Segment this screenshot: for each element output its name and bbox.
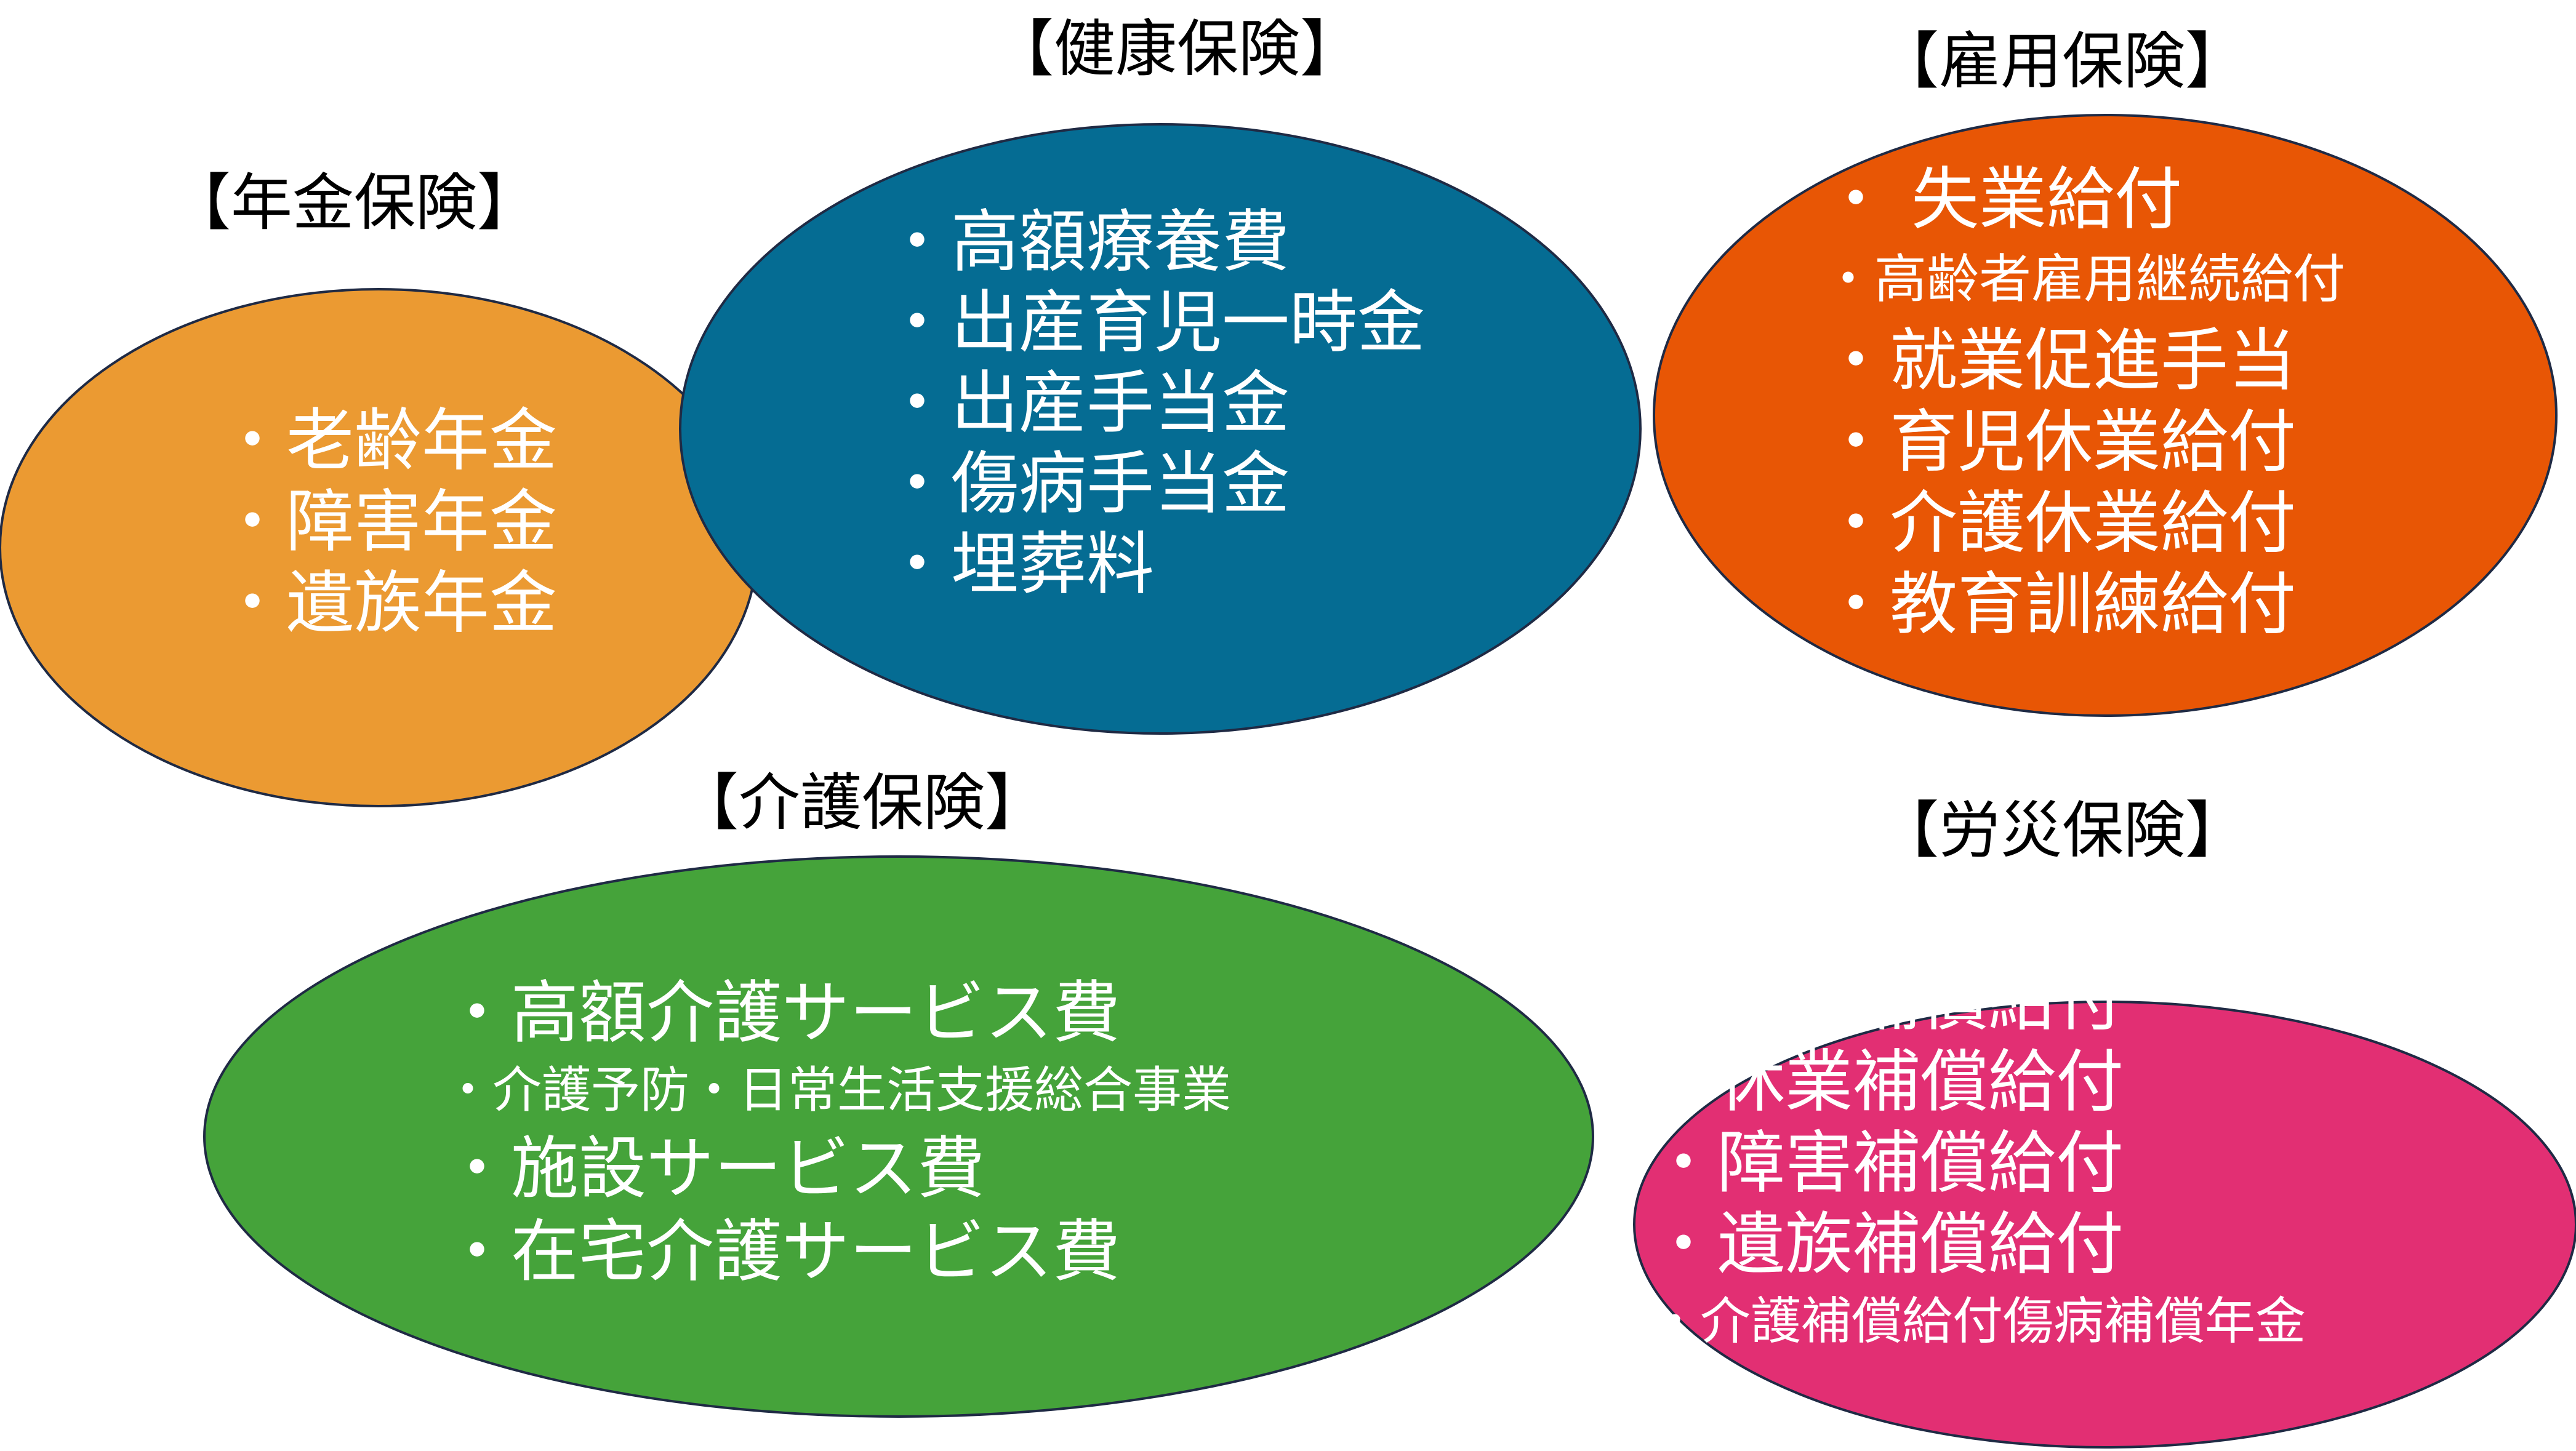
health-ellipse	[679, 123, 1642, 735]
accident-item-list: ・療養補償給付 ・休業補償給付 ・障害補償給付 ・遺族補償給付 ・介護補償給付傷…	[1650, 960, 2306, 1359]
employment-item: ・就業促進手当	[1822, 321, 2296, 400]
health-heading: 【健康保険】	[992, 13, 1362, 85]
health-item: ・出産手当金	[883, 364, 1290, 442]
care-ellipse	[203, 855, 1594, 1418]
care-item: ・高額介護サービス費	[443, 973, 1120, 1052]
pension-item: ・老齢年金	[219, 401, 557, 480]
pension-item: ・遺族年金	[219, 564, 557, 642]
care-item-list: ・高額介護サービス費 ・介護予防・日常生活支援総合事業 ・施設サービス費 ・在宅…	[443, 972, 1231, 1293]
health-item-list: ・高額療養費 ・出産育児一時金 ・出産手当金 ・傷病手当金 ・埋葬料	[883, 202, 1425, 605]
employment-item: ・教育訓練給付	[1822, 565, 2296, 644]
accident-heading: 【労災保険】	[1877, 794, 2247, 866]
employment-ellipse	[1653, 114, 2558, 717]
health-item: ・埋葬料	[883, 525, 1154, 604]
accident-ellipse	[1633, 1001, 2576, 1449]
care-item: ・介護予防・日常生活支援総合事業	[443, 1061, 1231, 1119]
pension-item: ・障害年金	[219, 482, 557, 561]
care-item: ・在宅介護サービス費	[443, 1212, 1120, 1291]
employment-item-list: ・ 失業給付 ・高齢者雇用継続給付 ・就業促進手当 ・育児休業給付 ・介護休業給…	[1822, 159, 2345, 645]
accident-item: ・介護補償給付傷病補償年金	[1650, 1292, 2306, 1351]
pension-item-list: ・老齢年金 ・障害年金 ・遺族年金	[219, 400, 557, 644]
pension-heading: 【年金保険】	[169, 167, 539, 239]
accident-item: ・障害補償給付	[1650, 1124, 2124, 1202]
accident-item: ・遺族補償給付	[1650, 1205, 2124, 1284]
employment-item: ・介護休業給付	[1822, 484, 2296, 562]
employment-item: ・高齢者雇用継続給付	[1822, 249, 2346, 310]
accident-item: ・療養補償給付	[1650, 961, 2124, 1040]
employment-heading: 【雇用保険】	[1877, 25, 2247, 97]
health-item: ・傷病手当金	[883, 444, 1290, 523]
health-item: ・出産育児一時金	[883, 283, 1425, 362]
employment-item: ・育児休業給付	[1822, 402, 2296, 481]
accident-item: ・休業補償給付	[1650, 1042, 2124, 1121]
health-item: ・高額療養費	[883, 202, 1290, 281]
care-item: ・施設サービス費	[443, 1129, 985, 1208]
care-heading: 【介護保険】	[677, 767, 1046, 839]
employment-item: ・ 失業給付	[1822, 160, 2182, 239]
